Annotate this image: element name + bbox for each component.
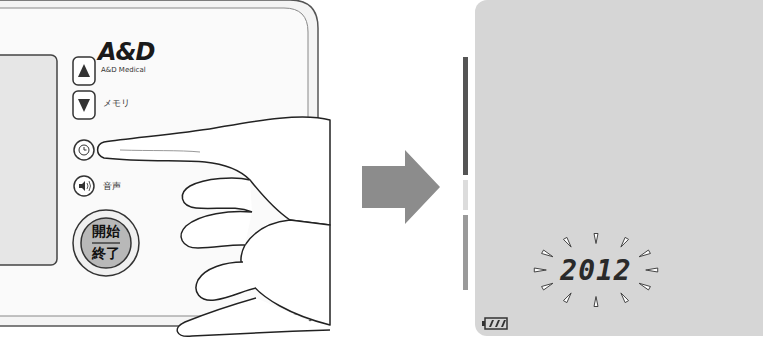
start-button-ring	[73, 210, 139, 276]
down-triangle	[78, 99, 90, 112]
thumb	[177, 298, 330, 336]
finger-crease	[120, 150, 200, 152]
ring-finger	[181, 212, 252, 248]
divider-line	[92, 242, 120, 243]
button-text: 終了	[92, 245, 120, 263]
indicator-bar	[463, 57, 468, 175]
lcd-display: 2012	[475, 0, 763, 336]
brand-name: A&D Medical	[101, 66, 146, 74]
indicator-bar	[463, 215, 468, 290]
up-button	[73, 57, 95, 85]
button-label: 音声	[103, 180, 121, 193]
button-text: 開始	[92, 223, 120, 241]
device-screen	[0, 55, 57, 265]
transition-arrow	[362, 150, 440, 224]
sound-waves	[87, 181, 91, 191]
voice-button	[74, 176, 94, 196]
down-button	[73, 91, 95, 119]
button-label: メモリ	[103, 97, 130, 110]
hand	[98, 117, 330, 336]
start-stop-button: 開始終了	[80, 217, 132, 269]
button-face	[81, 218, 131, 268]
battery-icon	[482, 318, 507, 329]
clock-icon	[79, 145, 89, 155]
speaker-icon	[79, 181, 85, 191]
clock-hands	[84, 147, 87, 150]
lcd-background	[475, 0, 763, 336]
middle-finger	[182, 178, 252, 212]
brand-logo: A&D	[98, 38, 154, 66]
indicator-bar	[463, 180, 468, 210]
up-triangle	[78, 64, 90, 77]
clock-button	[74, 140, 94, 160]
lcd-year: 2012	[560, 254, 631, 287]
index-finger	[98, 117, 330, 225]
little-finger	[196, 262, 256, 300]
blink-rays	[534, 234, 657, 307]
